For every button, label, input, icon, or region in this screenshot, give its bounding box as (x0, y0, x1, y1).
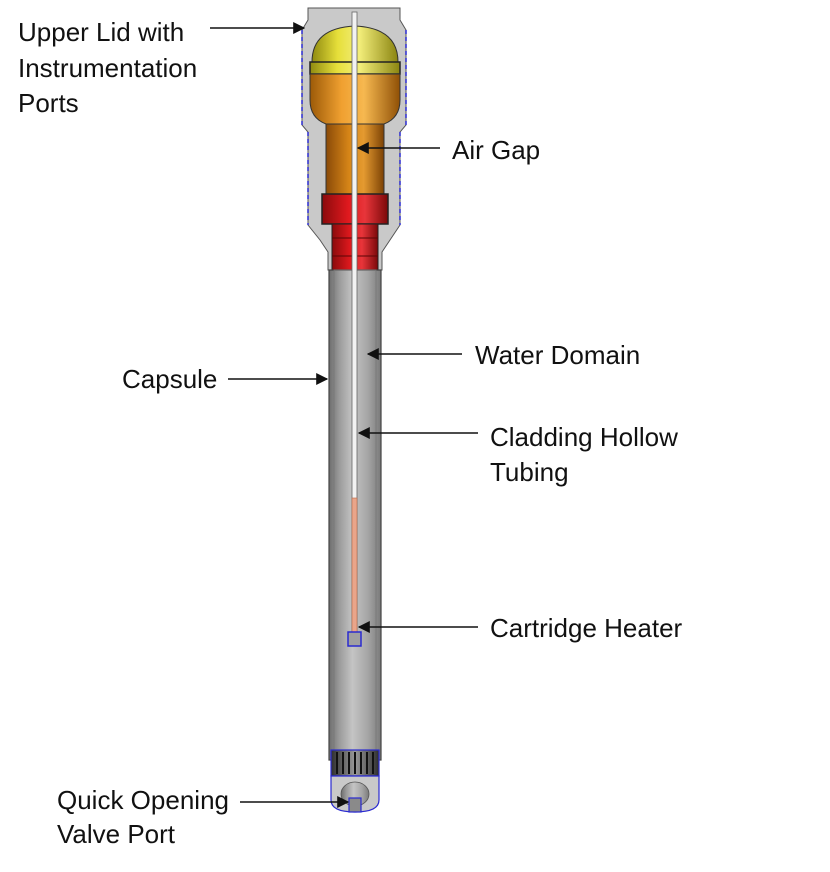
label-water-domain: Water Domain (475, 340, 640, 370)
label-upper-lid-2: Instrumentation (18, 53, 197, 83)
label-cartridge-heater: Cartridge Heater (490, 613, 683, 643)
bottom-fitting-ribs (336, 752, 374, 774)
label-cladding-1: Cladding Hollow (490, 422, 678, 452)
valve-port (348, 797, 362, 813)
label-valve-1: Quick Opening (57, 785, 229, 815)
cartridge-heater (351, 497, 358, 635)
label-upper-lid-3: Ports (18, 88, 79, 118)
label-capsule: Capsule (122, 364, 217, 394)
label-air-gap: Air Gap (452, 135, 540, 165)
heater-tip (347, 631, 362, 647)
label-cladding-2: Tubing (490, 457, 569, 487)
label-upper-lid-1: Upper Lid with (18, 17, 184, 47)
label-valve-2: Valve Port (57, 819, 176, 849)
